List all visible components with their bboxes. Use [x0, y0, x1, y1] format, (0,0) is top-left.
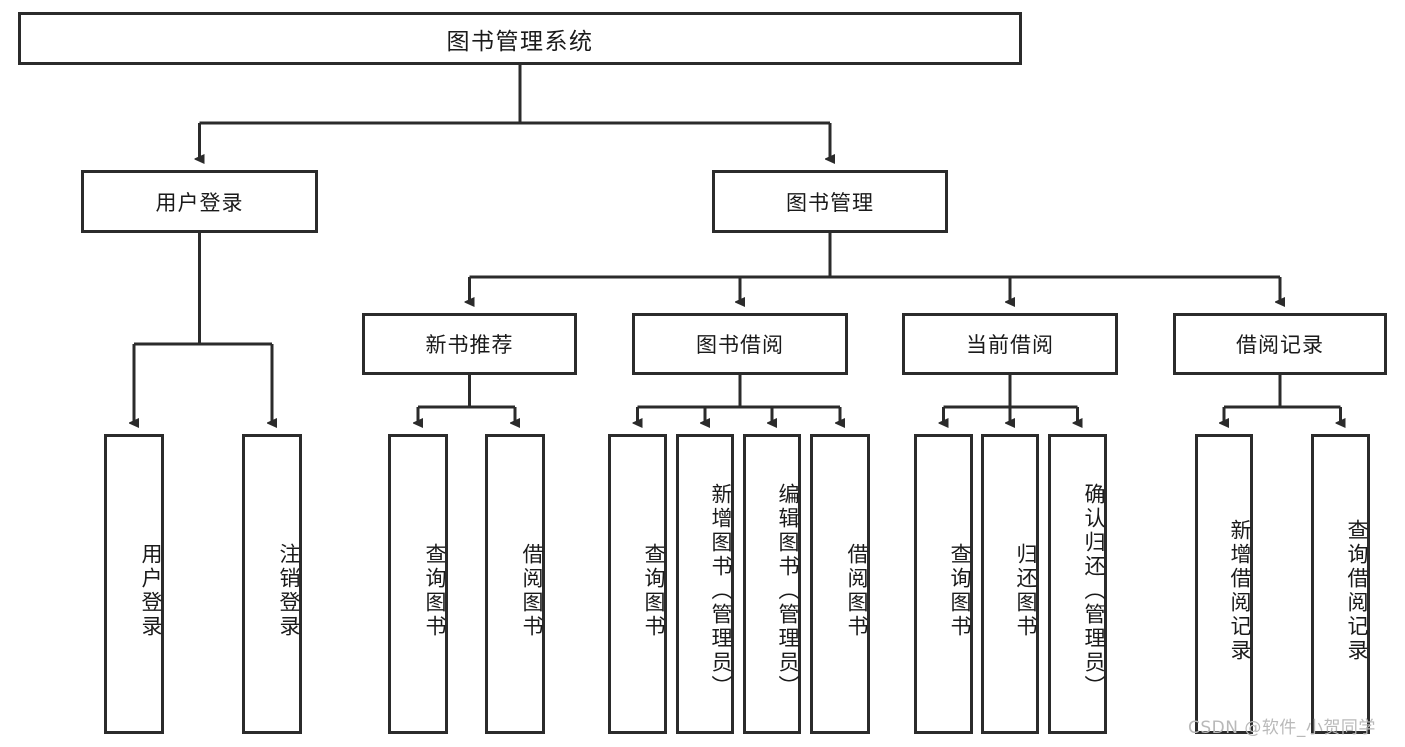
- node-b-edit[interactable]: 编辑图书（管理员）: [743, 434, 801, 734]
- node-label: 借阅图书: [520, 543, 544, 639]
- node-label: 图书借阅: [696, 333, 784, 357]
- node-r-query[interactable]: 查询借阅记录: [1311, 434, 1370, 734]
- node-label: 新增图书（管理员）: [709, 483, 733, 699]
- node-label: 用户登录: [139, 543, 163, 639]
- node-n-borrow[interactable]: 借阅图书: [485, 434, 545, 734]
- node-n-query[interactable]: 查询图书: [388, 434, 448, 734]
- node-l-logout[interactable]: 注销登录: [242, 434, 302, 734]
- node-label: 查询图书: [423, 543, 447, 639]
- node-label: 查询图书: [642, 543, 666, 639]
- node-login[interactable]: 用户登录: [81, 170, 318, 233]
- node-c-return[interactable]: 归还图书: [981, 434, 1039, 734]
- node-label: 归还图书: [1014, 543, 1038, 639]
- node-bookmgmt[interactable]: 图书管理: [712, 170, 948, 233]
- node-label: 编辑图书（管理员）: [776, 483, 800, 699]
- node-c-confirm[interactable]: 确认归还（管理员）: [1048, 434, 1107, 734]
- node-records[interactable]: 借阅记录: [1173, 313, 1387, 375]
- node-l-login[interactable]: 用户登录: [104, 434, 164, 734]
- node-label: 图书管理系统: [446, 28, 594, 55]
- node-b-add[interactable]: 新增图书（管理员）: [676, 434, 734, 734]
- node-label: 查询借阅记录: [1345, 519, 1369, 663]
- node-label: 用户登录: [155, 190, 244, 215]
- node-c-query[interactable]: 查询图书: [914, 434, 973, 734]
- node-label: 确认归还（管理员）: [1082, 483, 1106, 699]
- node-label: 借阅记录: [1236, 333, 1324, 357]
- node-label: 查询图书: [948, 543, 972, 639]
- node-r-add[interactable]: 新增借阅记录: [1195, 434, 1253, 734]
- node-label: 借阅图书: [845, 543, 869, 639]
- node-borrow[interactable]: 图书借阅: [632, 313, 848, 375]
- watermark-text: CSDN @软件_小贺同学: [1188, 718, 1376, 738]
- node-b-query[interactable]: 查询图书: [608, 434, 667, 734]
- node-label: 当前借阅: [966, 333, 1054, 357]
- node-b-borrow[interactable]: 借阅图书: [810, 434, 870, 734]
- node-root[interactable]: 图书管理系统: [18, 12, 1022, 65]
- node-label: 新增借阅记录: [1228, 519, 1252, 663]
- node-current[interactable]: 当前借阅: [902, 313, 1118, 375]
- node-label: 注销登录: [277, 543, 301, 639]
- node-label: 图书管理: [786, 190, 874, 215]
- node-label: 新书推荐: [425, 333, 514, 357]
- node-newbook[interactable]: 新书推荐: [362, 313, 577, 375]
